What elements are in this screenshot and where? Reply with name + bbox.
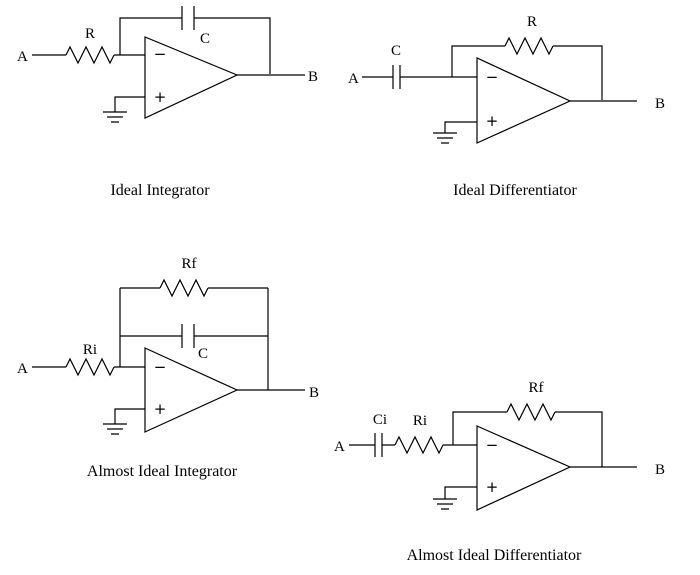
input-label: A [17,361,28,377]
resistor-label: R [85,26,95,42]
opamp-triangle [476,425,572,511]
input-resistor [65,357,115,377]
inverting-sign: − [486,436,499,454]
noninverting-sign: + [486,112,499,130]
output-label: B [308,69,318,85]
feedback-resistor-label: Rf [182,256,197,272]
input-resistor-label: Ri [413,413,427,429]
feedback-capacitor [181,324,195,348]
input-capacitor [374,433,383,457]
output-label: B [655,462,665,478]
opamp-triangle [144,36,239,119]
ground-symbol [103,423,127,435]
ground-symbol [433,498,457,510]
output-label: B [309,385,319,401]
capacitor-label: C [391,43,401,59]
input-resistor [65,45,115,65]
feedback-resistor [504,36,554,56]
input-resistor [394,435,444,455]
ground-symbol [103,111,127,123]
input-label: A [348,71,359,87]
resistor-label: R [527,14,537,30]
feedback-loop-wire [451,45,603,100]
input-label: A [17,49,28,65]
almost-ideal-integrator-caption: Almost Ideal Integrator [87,463,238,480]
ideal-integrator-caption: Ideal Integrator [110,182,210,199]
almost-ideal-differentiator-caption: Almost Ideal Differentiator [407,547,582,564]
input-capacitor [392,65,401,89]
almost-ideal-differentiator-circuit: − + A B Ci Ri Rf Almost Ideal Differenti… [334,380,665,564]
ideal-differentiator-circuit: − + A B C R Ideal Differentiator [348,14,665,199]
noninverting-wire [114,408,145,424]
inverting-sign: − [486,68,499,86]
feedback-resistor [506,402,556,422]
opamp-triangle [476,57,572,144]
noninverting-wire [444,486,477,499]
input-capacitor-label: Ci [373,412,387,428]
ideal-differentiator-caption: Ideal Differentiator [453,182,577,199]
inverting-sign: − [154,45,167,63]
feedback-loop-wire [119,17,271,74]
output-label: B [655,96,665,112]
feedback-resistor-label: Rf [529,380,544,396]
noninverting-wire [114,96,145,112]
capacitor-label: C [198,346,208,362]
opamp-triangle [144,347,239,433]
almost-ideal-integrator-circuit: − + A B Ri Rf C Almost Ideal Integrator [17,256,319,480]
feedback-capacitor [181,6,195,30]
inverting-sign: − [154,358,167,376]
feedback-resistor [159,278,209,298]
noninverting-wire [444,121,477,133]
noninverting-sign: + [154,88,167,106]
ground-symbol [433,132,457,144]
noninverting-sign: + [486,478,499,496]
input-label: A [334,439,345,455]
ideal-integrator-circuit: − + A B R C Ideal Integrator [17,6,318,199]
noninverting-sign: + [154,400,167,418]
input-resistor-label: Ri [83,342,97,358]
capacitor-label: C [200,31,210,47]
feedback-loop-wire [452,411,603,467]
